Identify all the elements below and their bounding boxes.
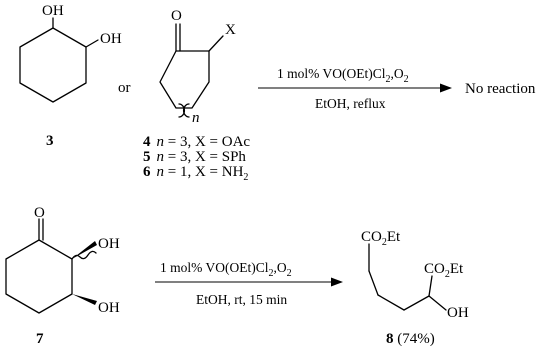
compound-7-oh-top: OH [98,236,120,252]
reaction-1-product-no-reaction: No reaction [465,81,536,97]
compound-7-label: 7 [36,331,44,347]
compound-8-label: 8 (74%) [386,331,435,347]
compound-4-substituent-x: X [225,22,236,38]
connector-or: or [118,80,131,96]
compound-7-oh-bottom: OH [98,300,120,316]
compound-3-structure: OH OH [19,3,122,103]
reaction-1-conditions-above: 1 mol% VO(OEt)Cl2,O2 [277,66,409,85]
reaction-2-conditions-below: EtOH, rt, 15 min [196,292,287,307]
compound-3-oh-right: OH [100,31,122,47]
compound-3-oh-top: OH [42,3,64,19]
reaction-arrow-2 [155,277,343,287]
compound-7-carbonyl-o: O [34,205,45,221]
compound-7-structure: O OH OH [5,205,120,316]
reaction-1-conditions-below: EtOH, reflux [315,96,386,111]
compound-8-ester-top: CO2Et [361,229,401,248]
reaction-2-conditions-above: 1 mol% VO(OEt)Cl2,O2 [160,260,292,279]
compound-8-ester-right: CO2Et [424,261,464,280]
compound-3-label: 3 [46,133,54,149]
compound-8-oh: OH [447,305,469,321]
compound-4-ring-index: n [192,110,200,126]
compound-8-structure: CO2Et CO2Et OH [361,229,469,321]
compound-4-carbonyl-o: O [171,8,182,24]
compound-4-structure: O X n [159,8,236,126]
reaction-arrow-1 [258,83,452,93]
